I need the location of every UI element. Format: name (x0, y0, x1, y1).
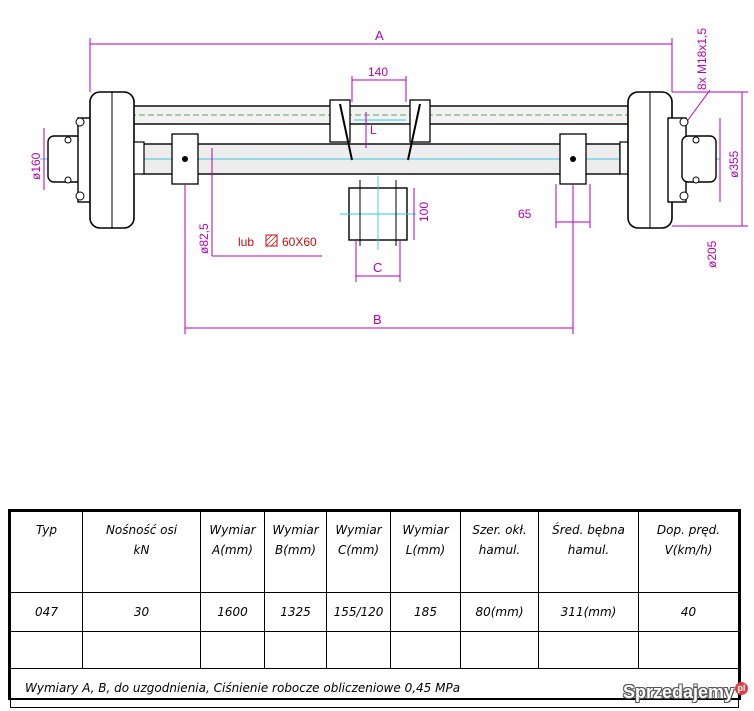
spring-seats (171, 133, 587, 185)
header-cell: Typ (10, 511, 83, 593)
dim-c-label: C (373, 260, 382, 275)
cell-max-speed: 40 (638, 592, 739, 632)
cell-dim-a: 1600 (200, 592, 265, 632)
mounting-plate (340, 176, 416, 250)
dim-d205-label: ø205 (705, 240, 719, 268)
table-empty-row (10, 631, 739, 669)
profile-label-or: lub (238, 235, 254, 249)
dimension-lines (43, 38, 748, 334)
dim-d82-label: ø82,5 (197, 223, 211, 254)
watermark-badge: pl (735, 682, 748, 695)
header-cell: Szer. okł.hamul. (460, 511, 539, 593)
table-note-row: Wymiary A, B, do uzgodnienia, Ciśnienie … (10, 668, 739, 708)
profile-note: lub 60X60 (238, 234, 317, 249)
table-row: 047 30 1600 1325 155/120 185 80(mm) 311(… (10, 592, 739, 632)
watermark-text: Sprzedajemy (622, 682, 734, 702)
dim-140-label: 140 (368, 65, 388, 79)
header-cell: Dop. pręd.V(km/h) (638, 511, 739, 593)
cell-type: 047 (10, 592, 83, 632)
right-hub (619, 91, 717, 229)
dim-d160-label: ø160 (29, 152, 43, 180)
profile-size: 60X60 (282, 235, 317, 249)
dim-65-label: 65 (518, 207, 532, 221)
dim-l-label: L (370, 123, 377, 137)
cell-dim-c: 155/120 (326, 592, 391, 632)
cell-dim-b: 1325 (264, 592, 327, 632)
axle-beam (40, 105, 720, 175)
dim-a-label: A (375, 28, 384, 43)
left-hub (47, 91, 145, 229)
dim-100-label: 100 (417, 202, 431, 222)
table-note: Wymiary A, B, do uzgodnienia, Ciśnienie … (25, 681, 461, 695)
cell-lining-width: 80(mm) (460, 592, 539, 632)
brake-levers (329, 99, 431, 161)
cell-capacity: 30 (82, 592, 201, 632)
cell-drum-diameter: 311(mm) (538, 592, 639, 632)
dim-b-label: B (373, 312, 382, 327)
dim-d355-label: ø355 (727, 150, 741, 178)
cell-dim-l: 185 (390, 592, 461, 632)
axle-technical-drawing: A B C L 140 100 65 ø160 ø355 ø205 ø82,5 … (29, 28, 748, 334)
bolts-label: 8x M18x1,5 (695, 28, 709, 90)
